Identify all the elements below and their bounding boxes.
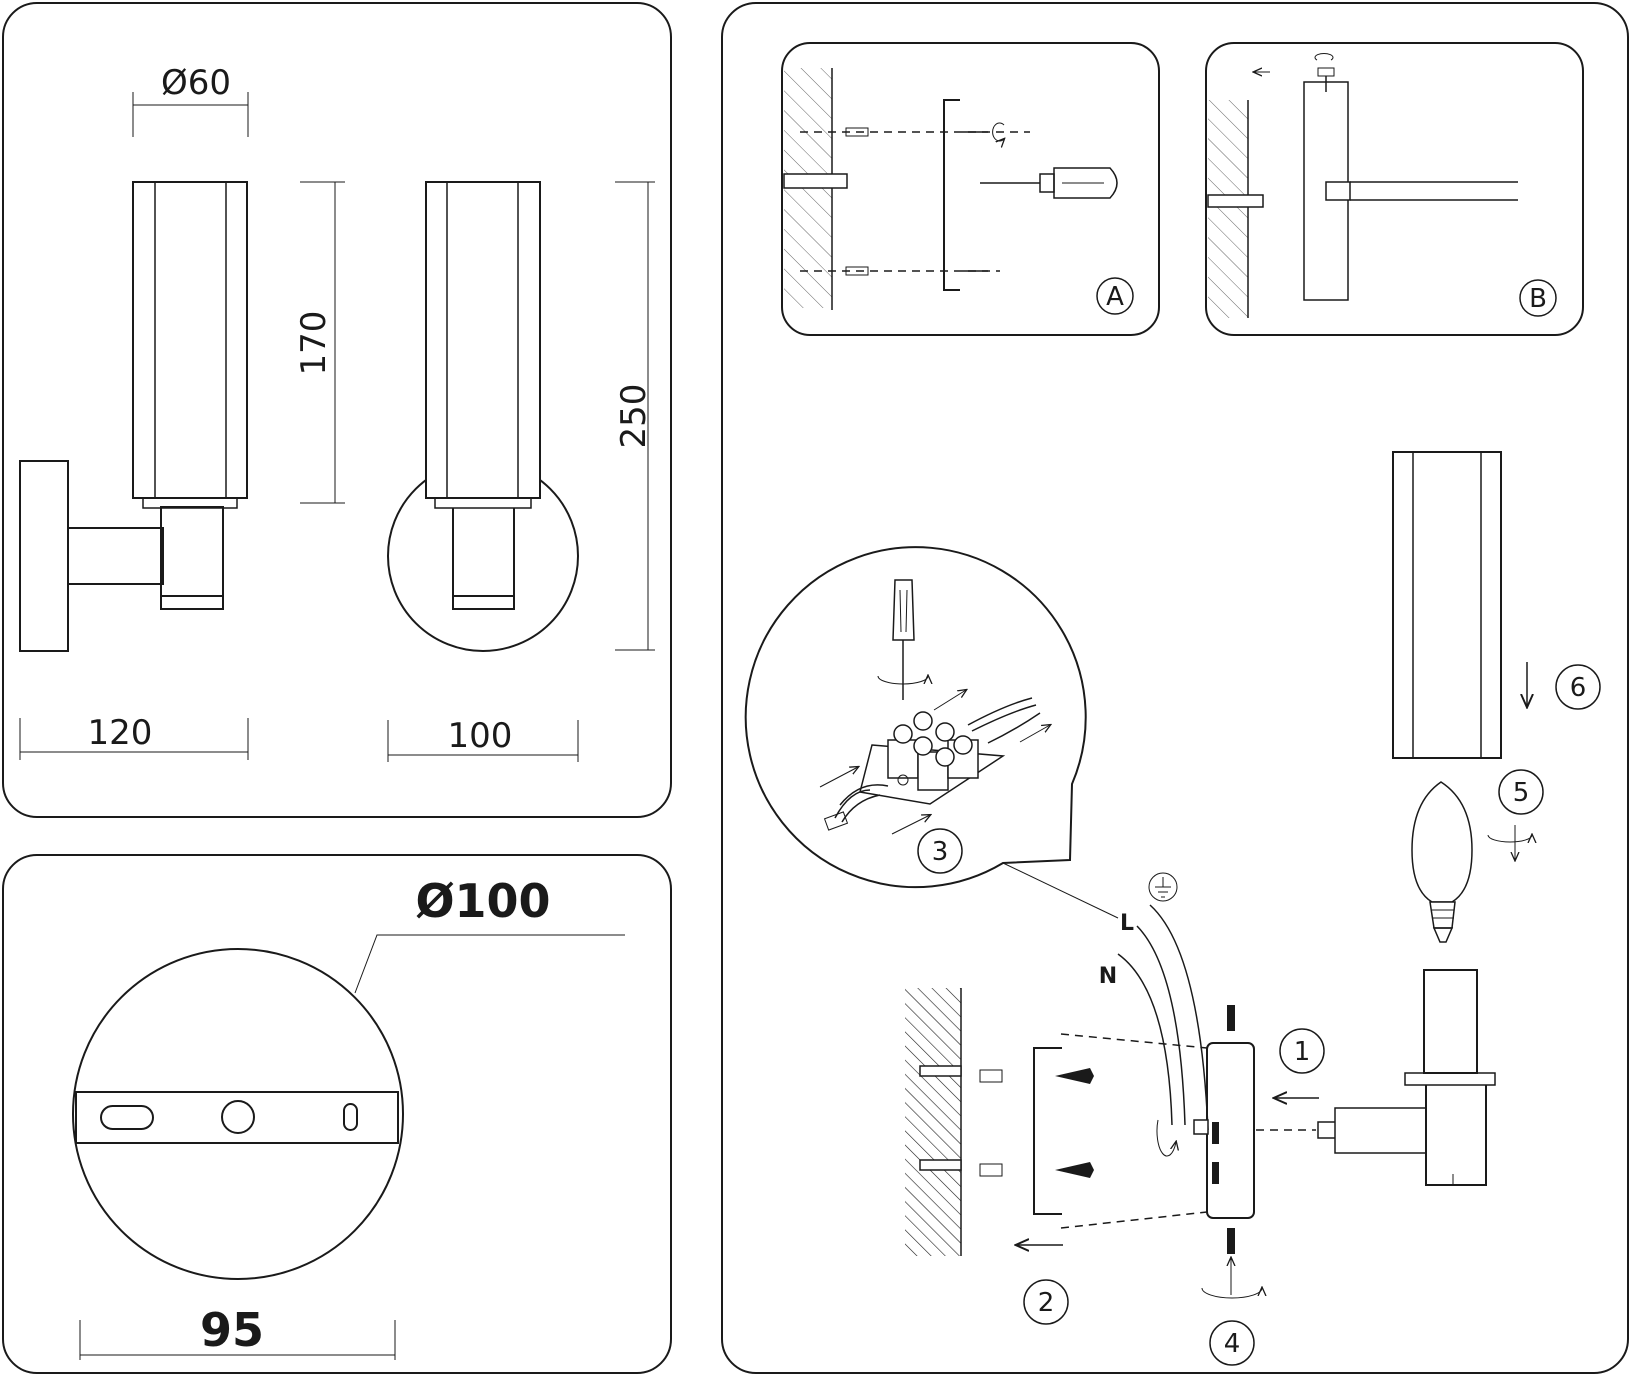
backplate: 1 4 L N	[1002, 862, 1325, 1366]
step-label: 2	[1038, 1288, 1055, 1318]
detail-label: A	[1106, 282, 1124, 312]
screwdriver-icon	[877, 579, 928, 700]
wire-label-neutral: N	[1099, 964, 1117, 989]
panel-installation: A B	[721, 2, 1629, 1374]
dimension-width-100: 100	[387, 716, 579, 762]
screwdriver-icon	[980, 167, 1118, 199]
step-label: 6	[1570, 673, 1587, 703]
dimension-label: 250	[614, 384, 654, 449]
terminal-block-icon	[859, 711, 1006, 805]
step-label: 5	[1513, 778, 1530, 808]
ground-icon	[1148, 872, 1178, 902]
terminal-block-zoom: 3	[744, 546, 1087, 889]
detail-a: A	[781, 42, 1160, 336]
detail-b: B	[1205, 42, 1584, 336]
dimension-label: 95	[200, 1303, 264, 1357]
wire-label-live: L	[1120, 911, 1134, 936]
rotate-icon	[1156, 1119, 1176, 1157]
dimension-label: 120	[88, 713, 153, 753]
lamp-body	[1317, 969, 1496, 1186]
dimension-label: 100	[448, 716, 513, 756]
wire-live	[1136, 925, 1186, 1126]
bulb-icon: 5	[1411, 769, 1544, 943]
dimension-plate-95: 95	[79, 1303, 396, 1360]
front-view	[387, 181, 579, 652]
dimension-height-250: 250	[614, 181, 655, 651]
wall-bracket: 2	[905, 988, 1208, 1325]
dimension-base-diameter-100: Ø100	[354, 874, 625, 994]
panel-dimensions: Ø60 170 250 120 100	[2, 2, 672, 818]
detail-label: B	[1529, 284, 1547, 314]
dimension-label: Ø60	[161, 63, 231, 103]
dimension-depth-120: 120	[19, 713, 249, 760]
wire-neutral	[1117, 953, 1173, 1126]
dimension-label: Ø100	[415, 874, 550, 928]
wires	[823, 697, 1041, 831]
step-label: 4	[1224, 1329, 1241, 1359]
panel-base-plate: Ø100 95	[2, 854, 672, 1374]
lamp-shade: 6	[1392, 451, 1601, 759]
dimension-label: 170	[294, 311, 334, 376]
wire-ground	[1149, 904, 1209, 1131]
side-view	[19, 181, 248, 652]
step-label: 3	[932, 837, 949, 867]
step-label: 1	[1294, 1037, 1311, 1067]
dimension-height-170: 170	[294, 181, 345, 504]
mounting-plate	[75, 1091, 399, 1144]
dimension-diameter-60: Ø60	[132, 63, 249, 137]
